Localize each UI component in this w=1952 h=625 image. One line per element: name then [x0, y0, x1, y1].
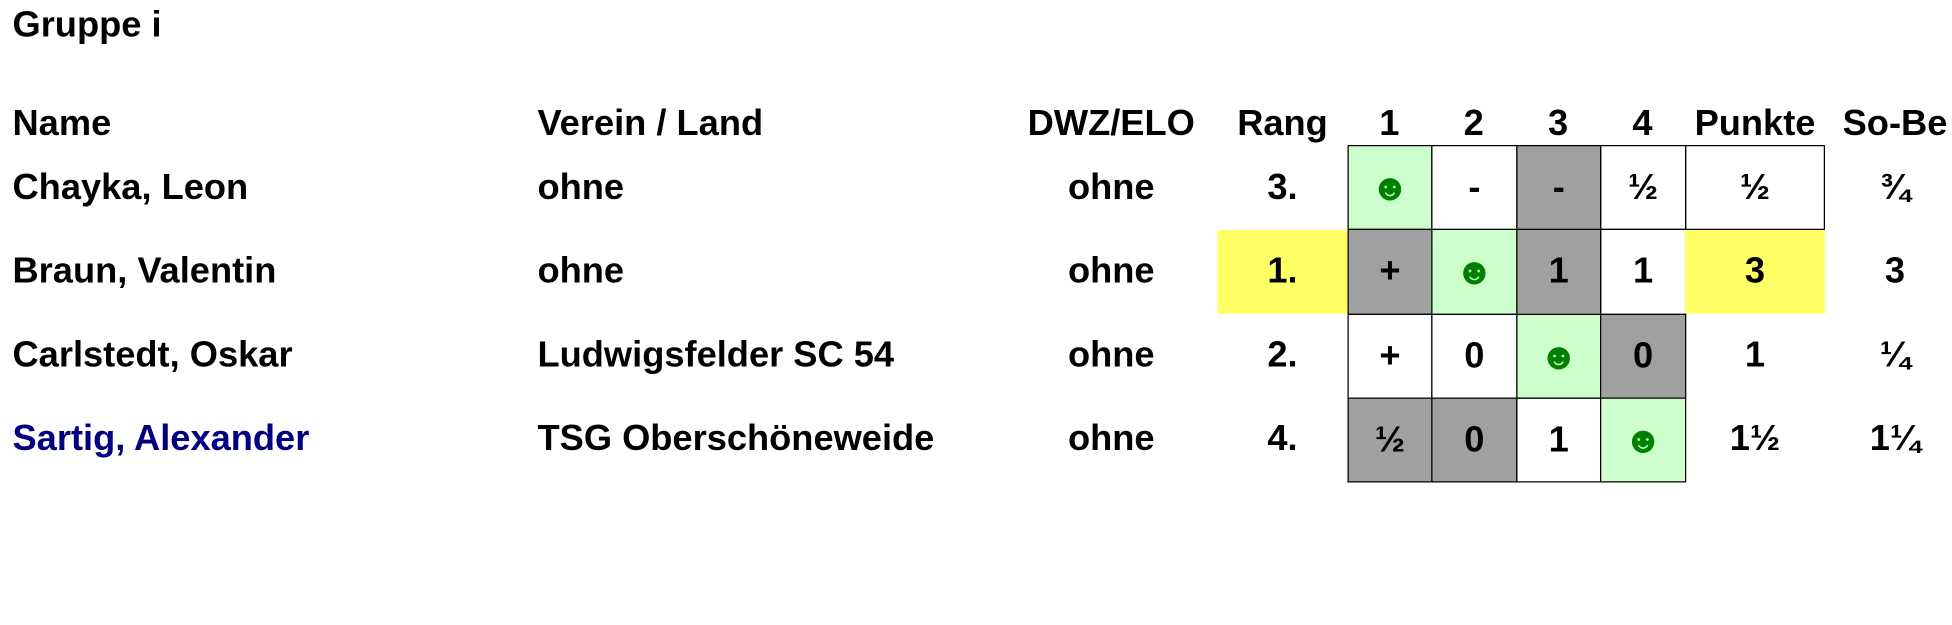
self-pairing-cell: ☻	[1600, 398, 1686, 483]
player-name: Carlstedt, Oskar	[13, 314, 513, 398]
player-sobe: 3	[1833, 230, 1952, 314]
result-cell: 0	[1431, 314, 1517, 399]
result-cell: -	[1431, 145, 1517, 230]
result-cell: 1	[1600, 229, 1686, 315]
result-cell: 1	[1516, 229, 1601, 315]
player-punkte: ½	[1685, 145, 1825, 230]
player-name: Braun, Valentin	[13, 230, 513, 314]
player-sobe: 1¼	[1833, 398, 1952, 482]
player-verein: TSG Oberschöneweide	[538, 398, 1013, 482]
result-cell: -	[1516, 145, 1601, 230]
player-rang: 3.	[1218, 146, 1348, 230]
player-rang: 1.	[1218, 230, 1348, 314]
player-punkte: 1	[1685, 314, 1825, 398]
player-verein: Ludwigsfelder SC 54	[538, 314, 1013, 398]
player-sobe: ¼	[1833, 314, 1952, 398]
player-verein: ohne	[538, 146, 1013, 230]
player-punkte: 3	[1685, 230, 1825, 314]
result-cell: 1	[1516, 398, 1601, 483]
self-pairing-cell: ☻	[1431, 229, 1517, 315]
player-punkte: 1½	[1685, 398, 1825, 482]
player-name-highlighted: Sartig, Alexander	[13, 398, 513, 482]
player-rang: 4.	[1218, 398, 1348, 482]
group-title: Gruppe i	[13, 5, 162, 46]
result-cell: 0	[1600, 314, 1686, 399]
player-dwz: ohne	[1013, 230, 1211, 314]
result-cell: +	[1348, 229, 1433, 315]
player-dwz: ohne	[1013, 398, 1211, 482]
self-pairing-cell: ☻	[1516, 314, 1601, 399]
player-name: Chayka, Leon	[13, 146, 513, 230]
player-verein: ohne	[538, 230, 1013, 314]
result-cell: ½	[1600, 145, 1686, 230]
player-sobe: ¾	[1833, 146, 1952, 230]
player-rang: 2.	[1218, 314, 1348, 398]
result-cell: ½	[1348, 398, 1433, 483]
self-pairing-cell: ☻	[1348, 145, 1433, 230]
result-cell: +	[1348, 314, 1433, 399]
player-dwz: ohne	[1013, 314, 1211, 398]
player-dwz: ohne	[1013, 146, 1211, 230]
result-cell: 0	[1431, 398, 1517, 483]
